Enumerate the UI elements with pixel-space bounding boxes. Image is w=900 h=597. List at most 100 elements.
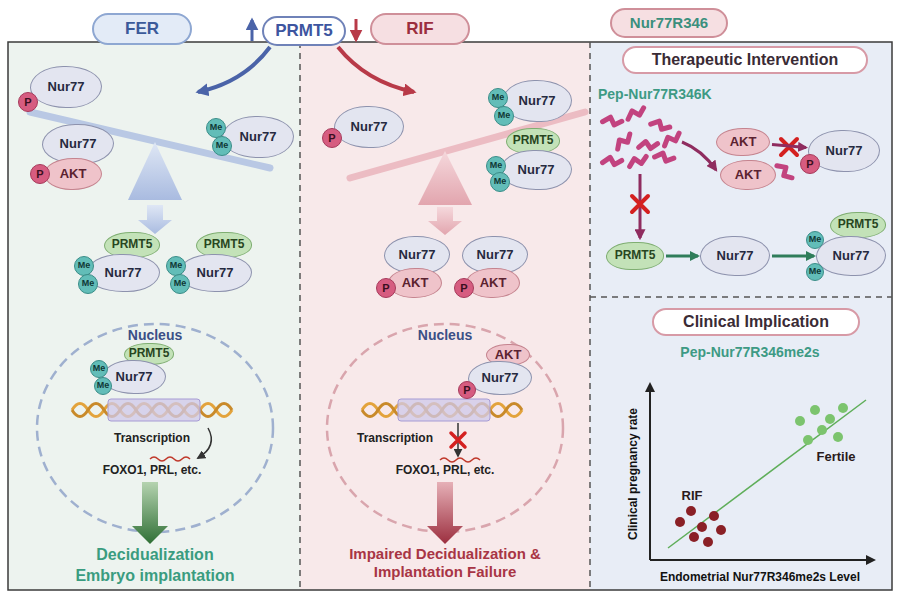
node-text: Nur77 bbox=[105, 266, 142, 280]
fertile-points bbox=[795, 403, 848, 445]
data-point bbox=[716, 525, 726, 535]
y-axis bbox=[649, 384, 651, 560]
node-text: Me bbox=[170, 261, 183, 271]
data-point bbox=[697, 522, 707, 532]
mrna bbox=[150, 457, 190, 461]
response-element bbox=[398, 399, 490, 421]
block-arrow bbox=[427, 482, 463, 544]
pathway-arrow bbox=[772, 255, 814, 258]
node-text: PRMT5 bbox=[204, 238, 245, 251]
node-text: Me bbox=[492, 93, 505, 103]
node-text: Clinical Implication bbox=[683, 313, 829, 331]
node-text: Nur77 bbox=[116, 370, 153, 384]
node-text: P bbox=[806, 158, 813, 170]
down-arrow bbox=[355, 19, 358, 40]
seesaws bbox=[30, 112, 585, 205]
peptide bbox=[603, 156, 622, 167]
methyl-mark: Me bbox=[212, 136, 232, 156]
node-text: Therapeutic Intervention bbox=[652, 51, 839, 69]
curved-arrow bbox=[198, 47, 270, 92]
nur77-protein: Nur77 bbox=[334, 106, 404, 148]
peptide bbox=[614, 134, 633, 149]
pathway-arrow bbox=[666, 255, 698, 258]
node-text: Nur77 bbox=[197, 266, 234, 280]
group-label: Fertile bbox=[808, 449, 864, 465]
node-text: Me bbox=[498, 111, 511, 121]
node-text: Me bbox=[93, 364, 106, 374]
fer-panel bbox=[8, 42, 300, 590]
phospho-mark: P bbox=[800, 154, 820, 174]
node-text: Me bbox=[490, 161, 503, 171]
nur77-protein: Nur77 bbox=[468, 361, 532, 395]
phospho-mark: P bbox=[376, 278, 396, 298]
akt-protein: AKT bbox=[388, 268, 442, 298]
peptide-arrows bbox=[632, 139, 797, 238]
peptide bbox=[628, 156, 647, 166]
data-point bbox=[675, 517, 685, 527]
node-text: Nur77 bbox=[399, 248, 436, 262]
methyl-mark: Me bbox=[166, 256, 186, 276]
nur77-protein: Nur77 bbox=[816, 236, 886, 276]
dna-fer bbox=[72, 399, 232, 421]
node-text: P bbox=[328, 132, 335, 144]
node-text: Nur77 bbox=[477, 248, 514, 262]
node-text: AKT bbox=[495, 348, 522, 362]
axis-label: Clinical pregnancy rate bbox=[626, 384, 642, 564]
nur77-protein: Nur77 bbox=[222, 116, 294, 158]
methyl-mark: Me bbox=[488, 88, 508, 108]
phospho-mark: P bbox=[458, 381, 476, 399]
block-cross bbox=[632, 196, 648, 212]
node-text: Me bbox=[809, 235, 822, 245]
panel-header: FER bbox=[92, 13, 192, 45]
methyl-mark: Me bbox=[90, 360, 108, 378]
node-text: Nur77 bbox=[519, 94, 556, 108]
seesaw-fulcrum bbox=[418, 151, 472, 205]
methyl-mark: Me bbox=[170, 274, 190, 294]
peptide-name: Pep-Nur77R346K bbox=[598, 86, 768, 103]
data-point bbox=[817, 425, 827, 435]
up-arrow bbox=[251, 20, 254, 41]
methyl-mark: Me bbox=[206, 118, 226, 138]
node-text: AKT bbox=[402, 276, 429, 290]
node-text: Me bbox=[78, 261, 91, 271]
nuclei bbox=[37, 324, 563, 532]
process-label: Transcription bbox=[345, 431, 445, 446]
node-text: Nur77 bbox=[518, 163, 555, 177]
peptide bbox=[639, 140, 658, 150]
node-text: Nur77 bbox=[240, 130, 277, 144]
peptide bbox=[626, 108, 645, 119]
nur77-protein: Nur77 bbox=[500, 150, 572, 190]
peptide bbox=[603, 115, 622, 128]
nur77-protein: Nur77 bbox=[700, 236, 770, 276]
node-text: AKT bbox=[730, 135, 757, 149]
methyl-mark: Me bbox=[806, 263, 824, 281]
x-axis bbox=[650, 559, 874, 561]
panel-header: Nur77R346 bbox=[610, 8, 728, 38]
node-text: P bbox=[460, 282, 467, 294]
node-text: PRMT5 bbox=[615, 249, 656, 262]
node-text: AKT bbox=[480, 276, 507, 290]
node-text: Nur77 bbox=[48, 80, 85, 94]
response-element bbox=[108, 399, 200, 421]
node-text: PRMT5 bbox=[838, 218, 879, 231]
peptide-name: Pep-Nur77R346me2s bbox=[650, 344, 850, 361]
gene-label: FOXO1, PRL, etc. bbox=[82, 463, 222, 478]
block-arrow bbox=[132, 482, 168, 544]
data-point bbox=[795, 416, 805, 426]
node-text: Nur77 bbox=[833, 249, 870, 263]
node-text: Me bbox=[97, 381, 110, 391]
node-text: Me bbox=[210, 123, 223, 133]
axis-label: Endometrial Nur77R346me2s Level bbox=[640, 570, 880, 585]
node-text: PRMT5 bbox=[129, 347, 170, 360]
data-point bbox=[689, 532, 699, 542]
curved-arrow bbox=[338, 47, 414, 92]
data-point bbox=[686, 506, 696, 516]
node-text: P bbox=[24, 96, 31, 108]
data-point bbox=[709, 511, 719, 521]
methyl-mark: Me bbox=[490, 172, 510, 192]
akt-protein: AKT bbox=[466, 268, 520, 298]
compartment-label: Nucleus bbox=[400, 327, 490, 344]
rif-points bbox=[675, 506, 726, 547]
